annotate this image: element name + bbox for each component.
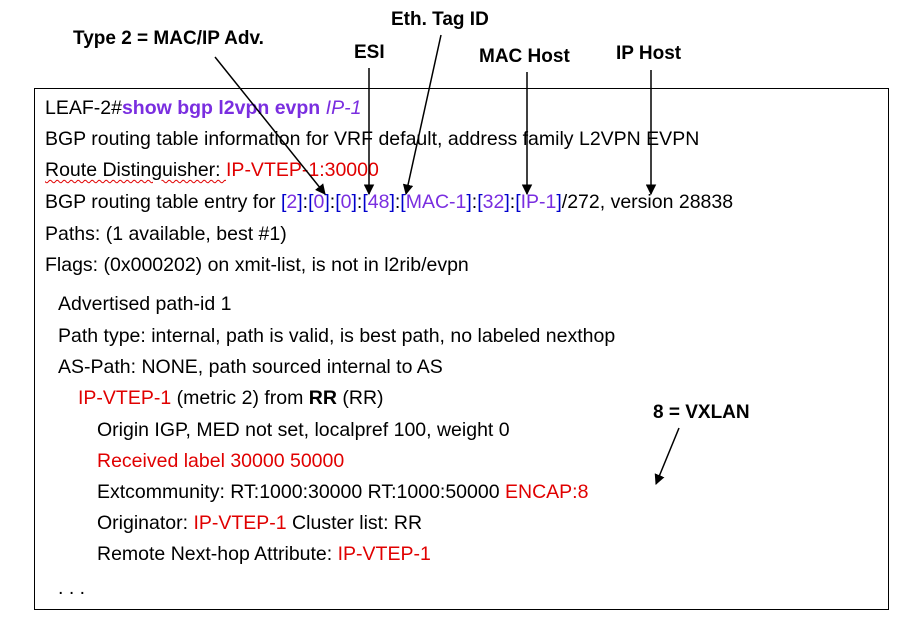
colon: : [394,191,401,213]
esi-value: 0 [313,191,325,213]
rr-paren: (RR) [342,387,384,409]
callout-vxlan: 8 = VXLAN [653,402,750,423]
cli-line-originator: Originator: IP-VTEP-1 Cluster list: RR [97,511,422,535]
encap-value: ENCAP:8 [504,481,589,503]
cli-line-entry: BGP routing table entry for [2]:[0]:[0]:… [45,190,733,214]
bracket-close: ] [466,191,472,213]
colon: : [471,191,478,213]
bracket-open: [ [515,191,521,213]
remote-next-hop-ip: IP-VTEP-1 [337,543,431,565]
cli-line-next-hop: IP-VTEP-1 (metric 2) from RR (RR) [78,386,384,410]
extcommunity-label: Extcommunity: [97,481,231,503]
cli-line-received-label: Received label 30000 50000 [97,450,345,472]
bracket-open: [ [280,191,287,213]
cli-line-remote-next-hop: Remote Next-hop Attribute: IP-VTEP-1 [97,542,431,566]
cluster-list-label: Cluster list: [286,512,394,534]
colon: : [329,191,336,213]
callout-eth-tag-id: Eth. Tag ID [391,9,489,30]
cli-prompt: LEAF-2# [45,97,122,119]
cli-line-as-path: AS-Path: NONE, path sourced internal to … [58,356,443,378]
rr-label: RR [308,387,337,409]
ip-host-value: IP-1 [520,191,557,213]
callout-type2: Type 2 = MAC/IP Adv. [73,28,264,49]
callout-esi: ESI [354,42,385,63]
originator-label: Originator: [97,512,194,534]
cluster-list-value: RR [393,512,423,534]
cli-line-table-info: BGP routing table information for VRF de… [45,128,700,150]
bracket-close: ] [351,191,357,213]
entry-suffix: /272, version 28838 [561,191,734,213]
cli-line-path-id: Advertised path-id 1 [58,293,232,315]
bracket-close: ] [324,191,330,213]
mac-length-value: 48 [367,191,390,213]
bracket-open: [ [308,191,314,213]
arrow-type2 [214,56,326,195]
eth-tag-value: 0 [340,191,352,213]
colon: : [302,191,309,213]
bracket-open: [ [362,191,368,213]
entry-prefix: BGP routing table entry for [45,191,281,213]
cli-line-path-type: Path type: internal, path is valid, is b… [58,325,616,347]
bracket-open: [ [400,191,406,213]
cli-command: show bgp l2vpn evpn [121,97,321,119]
route-type-value: 2 [286,191,298,213]
callout-mac-host: MAC Host [479,46,570,67]
cli-line-rd: Route Distinguisher: IP-VTEP-1:30000 [45,158,379,182]
arrow-eth-tag [402,34,442,196]
bracket-open: [ [335,191,341,213]
bracket-close: ] [297,191,303,213]
bracket-close: ] [504,191,510,213]
cli-line-command: LEAF-2#show bgp l2vpn evpn IP-1 [45,96,361,120]
callout-ip-host: IP Host [616,43,682,64]
cli-line-paths: Paths: (1 available, best #1) [45,223,287,245]
cli-line-flags: Flags: (0x000202) on xmit-list, is not i… [45,254,469,276]
cli-line-extcommunity: Extcommunity: RT:1000:30000 RT:1000:5000… [97,480,588,504]
bracket-open: [ [477,191,483,213]
mac-host-value: MAC-1 [405,191,467,213]
cli-command-arg: IP-1 [325,97,362,119]
cli-output-box [34,88,889,610]
ip-length-value: 32 [482,191,505,213]
remote-next-hop-label: Remote Next-hop Attribute: [97,543,338,565]
next-hop-metric: (metric 2) from [171,387,309,409]
bracket-close: ] [556,191,562,213]
next-hop-ip: IP-VTEP-1 [78,387,172,409]
cli-line-ellipsis: . . . [58,577,86,599]
rd-value: IP-VTEP-1:30000 [226,159,379,181]
colon: : [509,191,516,213]
bracket-close: ] [389,191,395,213]
originator-ip: IP-VTEP-1 [193,512,287,534]
rd-label: Route Distinguisher: [45,159,227,181]
arrow-vxlan [654,427,680,485]
cli-line-origin: Origin IGP, MED not set, localpref 100, … [97,419,510,441]
colon: : [356,191,363,213]
route-targets: RT:1000:30000 RT:1000:50000 [230,481,505,503]
